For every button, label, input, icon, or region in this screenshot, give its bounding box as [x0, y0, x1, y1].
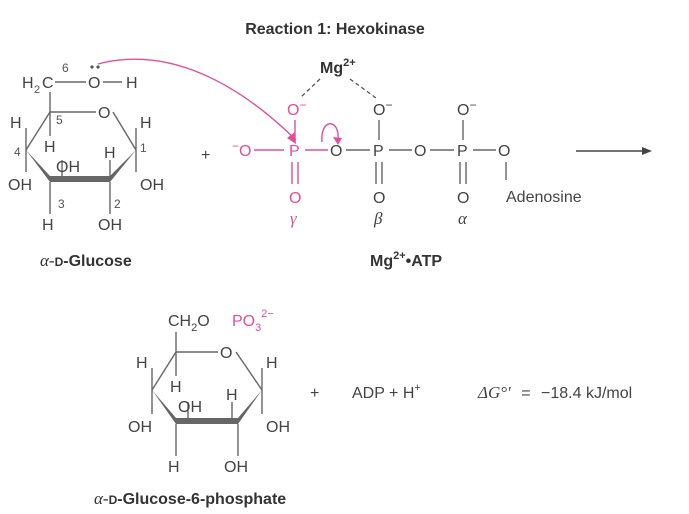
hydroxyl-h: H	[126, 75, 138, 92]
title: Reaction 1: Hexokinase	[245, 21, 425, 38]
ch2-h: H	[22, 75, 34, 92]
c2-oh: OH	[224, 459, 248, 476]
mg-ion: Mg2+	[320, 57, 356, 77]
c3-oh: OH	[56, 159, 80, 176]
c1-h: H	[266, 355, 278, 372]
alpha-o-bottom: O	[457, 190, 469, 207]
gamma-o-left: −O	[232, 139, 251, 160]
ch2-sub: 2	[34, 84, 40, 96]
c5-h: H	[170, 379, 182, 396]
glucose-name-rest: -Glucose	[63, 253, 132, 270]
c1-oh: OH	[140, 177, 164, 194]
c1-h: H	[140, 115, 152, 132]
alpha-o-top: O−	[457, 98, 476, 119]
phosphate-group: PO32−	[232, 308, 274, 334]
alpha-phosphorus: P	[457, 143, 468, 160]
ring-oxygen: O	[220, 345, 232, 362]
carbon-3-number: 3	[58, 197, 65, 211]
g6p-structure: CH2O PO32− O H H H OH H OH OH H OH α-D-G…	[94, 308, 290, 508]
glucose-name-d: D	[55, 255, 64, 269]
bridge-o-beta-alpha: O	[414, 143, 426, 160]
ring-oxygen: O	[98, 105, 110, 122]
glucose-name-alpha: α-	[40, 251, 55, 270]
carbon-1-number: 1	[140, 141, 147, 155]
ch2-c: C	[42, 75, 54, 92]
beta-o-top: O−	[373, 98, 392, 119]
c3-h: H	[168, 459, 180, 476]
ring-bond	[112, 111, 137, 151]
c2-oh: OH	[98, 217, 122, 234]
adenosine-label: Adenosine	[506, 189, 582, 206]
c5-h: H	[44, 139, 56, 156]
c1-oh: OH	[266, 419, 290, 436]
ch2o-group: CH2O	[168, 313, 210, 334]
plus-sign-1: +	[201, 147, 210, 164]
mg-coordination-gamma	[299, 78, 321, 99]
ring-front-bond	[26, 150, 136, 182]
bond-cleavage-arrow	[321, 123, 339, 143]
ester-o: O	[498, 143, 510, 160]
ring-bond	[151, 351, 218, 391]
c2-h: H	[226, 387, 238, 404]
c4-oh: OH	[128, 419, 152, 436]
c4-h: H	[10, 115, 22, 132]
ring-front-bond	[152, 390, 262, 424]
mg-coordination-beta	[349, 78, 377, 99]
delta-g-symbol: ΔG°′	[477, 383, 511, 402]
delta-g-equals: =	[521, 385, 530, 402]
carbon-5-number: 5	[56, 113, 63, 127]
gamma-label: γ	[290, 209, 298, 228]
gamma-o-top: O−	[287, 98, 306, 119]
c3-oh: OH	[178, 399, 202, 416]
arrow-head	[287, 132, 296, 144]
mg-charge: 2+	[343, 57, 356, 69]
carbon-4-number: 4	[14, 145, 21, 159]
lone-pair-dot	[90, 65, 94, 69]
beta-o-bottom: O	[373, 190, 385, 207]
c4-h: H	[136, 355, 148, 372]
arrow-head	[333, 137, 342, 145]
gamma-phosphorus: P	[289, 143, 300, 160]
byproducts: ADP + H+	[352, 382, 421, 402]
plus-sign-2: +	[310, 385, 319, 402]
carbon-6-number: 6	[62, 61, 69, 75]
alpha-label: α	[458, 209, 468, 228]
carbon-2-number: 2	[114, 197, 121, 211]
c4-oh: OH	[8, 177, 32, 194]
beta-phosphorus: P	[373, 143, 384, 160]
glucose-structure: 6 H 2 C O H O H H H H OH OH OH H OH 1 2	[8, 61, 164, 270]
mg-atp-structure: Mg2+ O− −O P O γ O O− P O β O O− P	[232, 57, 582, 270]
delta-g-value: −18.4 kJ/mol	[541, 385, 632, 402]
bridge-o-gamma-beta: O	[330, 143, 342, 160]
g6p-name: α-D-Glucose-6-phosphate	[94, 489, 286, 508]
hydroxyl-o: O	[88, 75, 100, 92]
lone-pair-dot	[96, 65, 100, 69]
nucleophilic-attack-arrow	[97, 58, 297, 141]
mg-atp-name: Mg2+•ATP	[370, 250, 442, 270]
mg-symbol: Mg	[320, 60, 343, 77]
gamma-o-bottom: O	[289, 190, 301, 207]
delta-g-expression: ΔG°′ = −18.4 kJ/mol	[477, 383, 632, 402]
c2-h: H	[104, 145, 116, 162]
ring-bond	[235, 351, 263, 391]
reaction-arrow-head	[642, 147, 652, 155]
beta-label: β	[373, 209, 383, 228]
glucose-name: α-D-Glucose	[40, 251, 132, 270]
c3-h: H	[42, 217, 54, 234]
